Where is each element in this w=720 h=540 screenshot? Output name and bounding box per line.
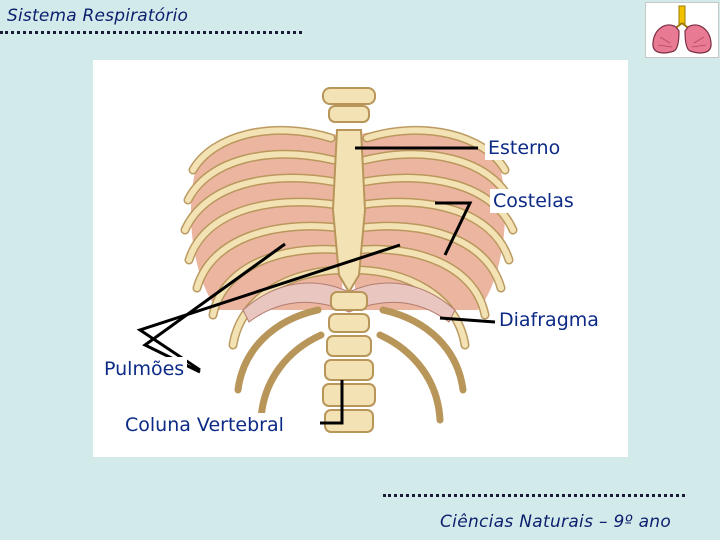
label-ribs: Costelas (490, 189, 577, 213)
slide-title: Sistema Respiratório (7, 6, 188, 26)
label-lungs: Pulmões (101, 357, 187, 381)
footer-text: Ciências Naturais – 9º ano (440, 512, 671, 532)
sternum-bone (333, 130, 365, 292)
footer-divider (383, 494, 685, 497)
title-divider (0, 31, 302, 34)
label-diaphragm: Diafragma (496, 308, 602, 332)
label-sternum: Esterno (485, 136, 563, 160)
spine-bone (323, 292, 375, 432)
rib-cage-illustration (93, 60, 628, 457)
lungs-icon (645, 2, 719, 58)
label-spine: Coluna Vertebral (122, 413, 287, 437)
